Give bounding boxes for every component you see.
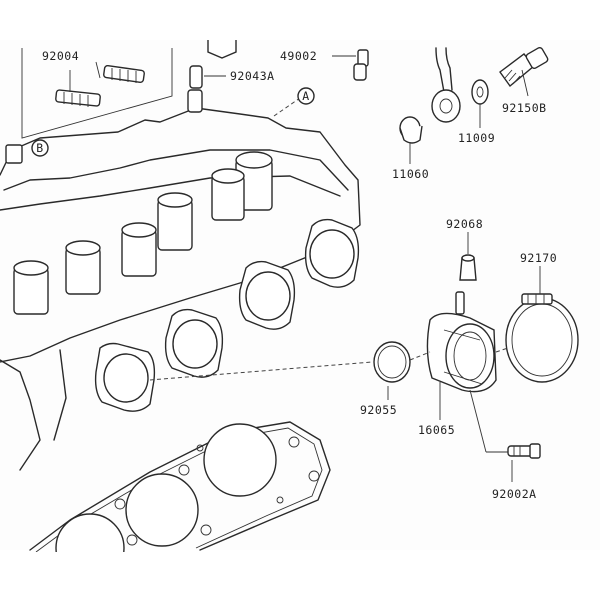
callout-92043A: 92043A <box>230 69 275 83</box>
top-margin <box>0 0 600 40</box>
callout-11060: 11060 <box>392 167 429 181</box>
intake-port <box>164 308 224 378</box>
valve-tower <box>121 222 157 277</box>
intake-port <box>94 342 156 412</box>
intake-port <box>238 260 296 330</box>
screw-92002A <box>507 443 541 459</box>
cylinder-head <box>0 37 361 471</box>
svg-text:B: B <box>36 141 43 155</box>
callout-92002A: 92002A <box>492 487 537 501</box>
intake-port <box>304 218 360 288</box>
valve-tower <box>13 260 49 315</box>
washer-11009 <box>471 79 489 105</box>
callout-92068: 92068 <box>446 217 483 231</box>
svg-text:A: A <box>302 89 309 103</box>
cap-11060 <box>399 116 423 144</box>
nipple-49002 <box>353 49 369 81</box>
dowel-92043A <box>189 65 203 89</box>
stud-part <box>103 64 145 84</box>
gasket-bore <box>125 473 199 547</box>
valve-tower <box>211 168 245 221</box>
callout-16065: 16065 <box>418 423 455 437</box>
leader-lines <box>95 55 541 482</box>
valve-tower <box>157 192 193 251</box>
callout-92170: 92170 <box>520 251 557 265</box>
gasket-bore <box>203 423 277 497</box>
stud-part <box>55 89 101 107</box>
banjo-fitting <box>431 47 461 123</box>
bottom-margin <box>0 552 600 600</box>
head-gasket <box>29 421 331 583</box>
o-ring-92055 <box>373 341 411 383</box>
marker-a: A <box>297 87 315 105</box>
callout-49002: 49002 <box>280 49 317 63</box>
cap-92068 <box>459 254 477 281</box>
callout-11009: 11009 <box>458 131 495 145</box>
valve-tower <box>65 240 101 295</box>
callout-92150B: 92150B <box>502 101 547 115</box>
marker-b: B <box>31 139 49 157</box>
callout-92004: 92004 <box>42 49 79 63</box>
bolt-92150B <box>499 46 549 88</box>
clamp-92170 <box>505 293 579 383</box>
cam-cap <box>5 144 23 164</box>
dowel-pin <box>187 89 203 113</box>
callout-92055: 92055 <box>360 403 397 417</box>
holder-16065 <box>426 291 497 393</box>
stud-inset-box <box>21 48 173 139</box>
